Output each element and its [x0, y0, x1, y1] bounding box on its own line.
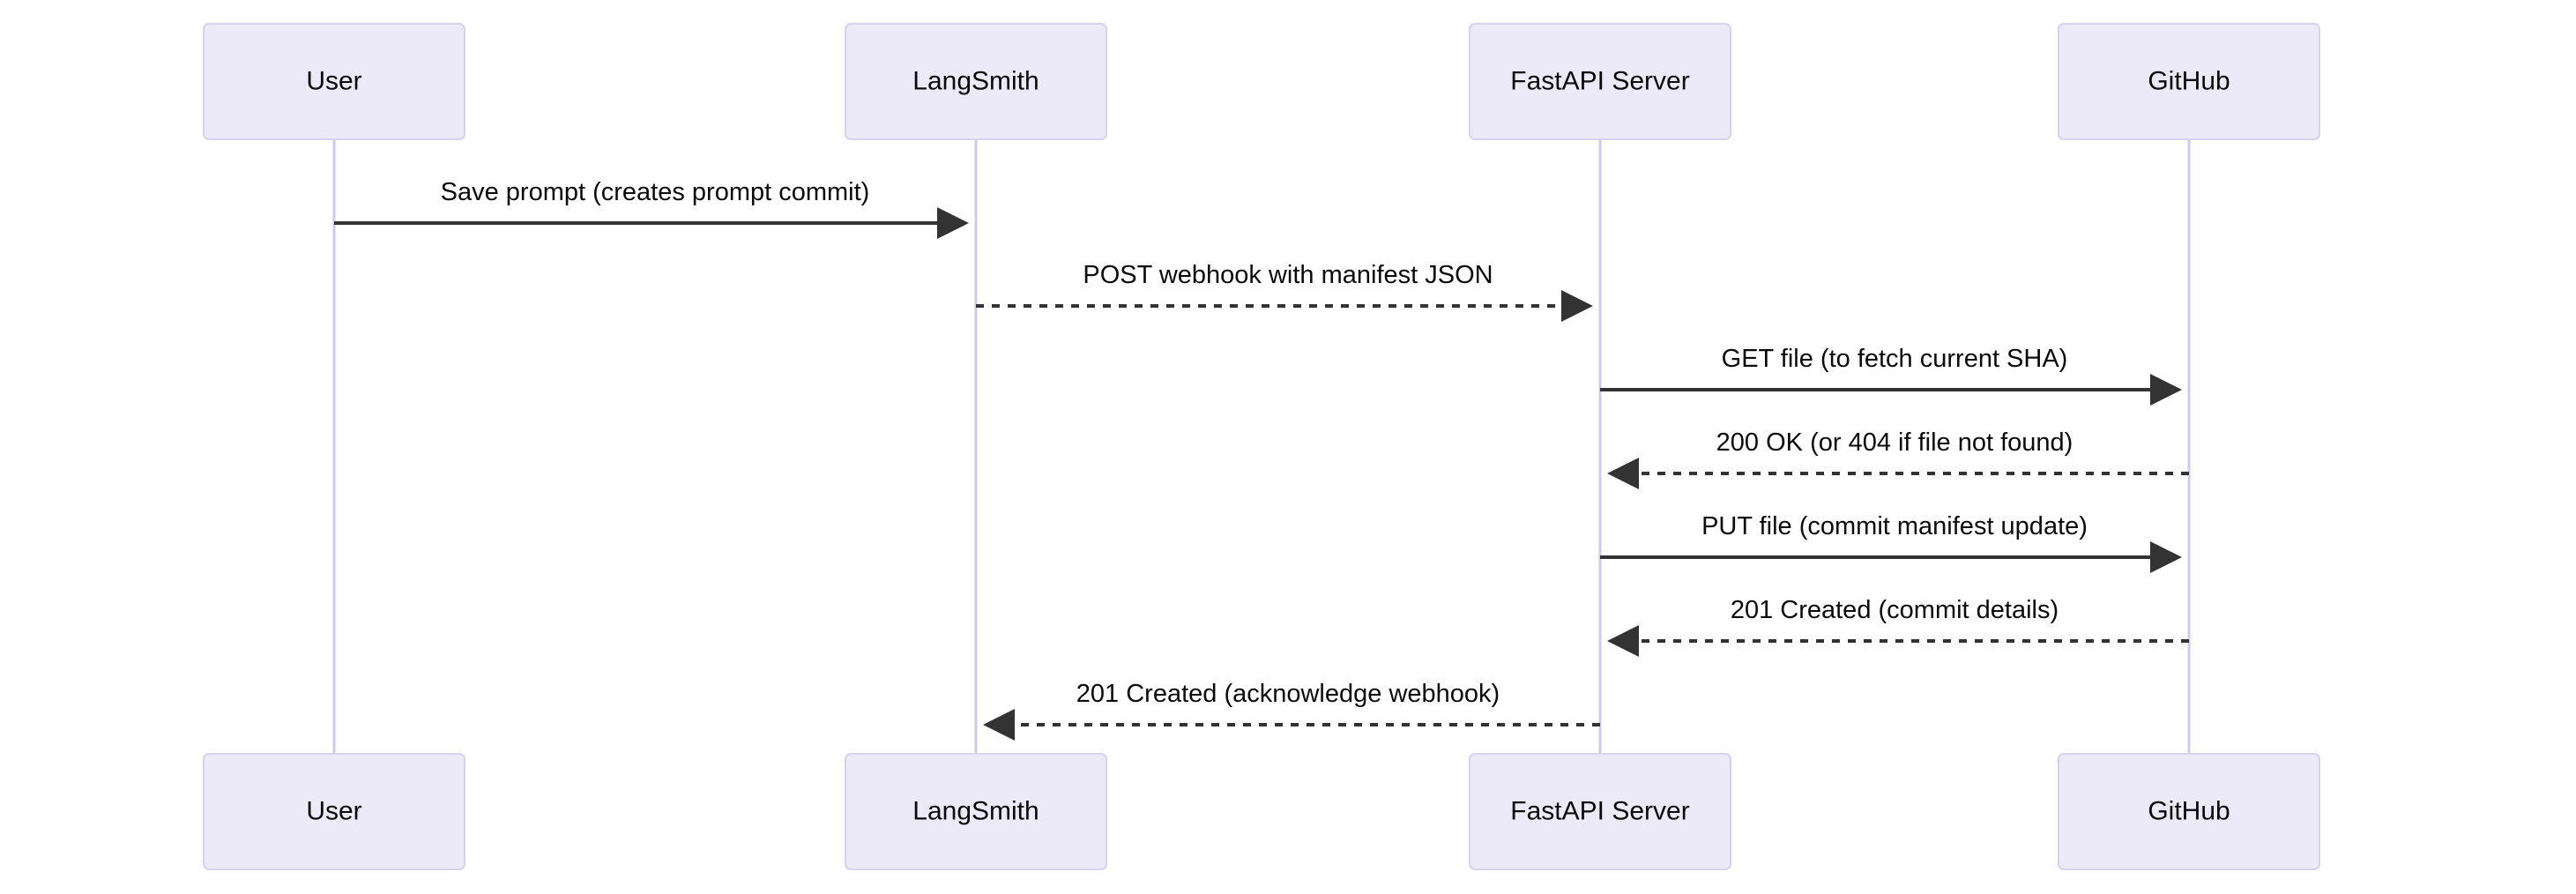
actor-label-github: GitHub: [2148, 66, 2230, 95]
actor-box-github-top[interactable]: GitHub: [2058, 23, 2320, 140]
actor-box-langsmith-bottom[interactable]: LangSmith: [845, 753, 1107, 870]
actor-box-rect: [845, 753, 1107, 870]
message-5[interactable]: PUT file (commit manifest update): [1600, 512, 2182, 573]
message-7[interactable]: 201 Created (acknowledge webhook): [983, 680, 1600, 741]
actor-box-fastapi-bottom[interactable]: FastAPI Server: [1469, 753, 1731, 870]
actor-box-github-bottom[interactable]: GitHub: [2058, 753, 2320, 870]
message-2[interactable]: POST webhook with manifest JSON: [976, 261, 1593, 322]
lifelines-group: [332, 139, 2191, 754]
actor-box-rect: [203, 753, 465, 870]
actor-label-fastapi: FastAPI Server: [1510, 66, 1689, 95]
actor-box-langsmith-top[interactable]: LangSmith: [845, 23, 1107, 140]
actor-box-rect: [845, 23, 1107, 140]
message-label-7: 201 Created (acknowledge webhook): [1076, 680, 1500, 708]
actor-box-fastapi-top[interactable]: FastAPI Server: [1469, 23, 1731, 140]
actor-box-rect: [1469, 23, 1731, 140]
message-label-1: Save prompt (creates prompt commit): [441, 178, 870, 206]
message-label-3: GET file (to fetch current SHA): [1722, 345, 2068, 373]
actor-box-rect: [2058, 23, 2320, 140]
actor-label-langsmith: LangSmith: [912, 796, 1039, 825]
actor-label-fastapi: FastAPI Server: [1510, 796, 1689, 825]
actor-box-rect: [1469, 753, 1731, 870]
actor-label-langsmith: LangSmith: [912, 66, 1039, 95]
message-label-5: PUT file (commit manifest update): [1701, 512, 2088, 540]
message-label-4: 200 OK (or 404 if file not found): [1716, 428, 2073, 457]
actor-box-rect: [203, 23, 465, 140]
messages-group: Save prompt (creates prompt commit) POST …: [334, 178, 2189, 741]
message-1[interactable]: Save prompt (creates prompt commit): [334, 178, 969, 239]
actor-box-user-bottom[interactable]: User: [203, 753, 465, 870]
actor-box-rect: [2058, 753, 2320, 870]
actor-boxes-bottom-group: User LangSmith FastAPI Server GitHub: [203, 753, 2320, 870]
actor-label-github: GitHub: [2148, 796, 2230, 825]
message-3[interactable]: GET file (to fetch current SHA): [1600, 345, 2182, 406]
message-label-2: POST webhook with manifest JSON: [1083, 261, 1493, 289]
actor-label-user: User: [306, 66, 361, 95]
actor-label-user: User: [306, 796, 361, 825]
actor-boxes-top-group: User LangSmith FastAPI Server GitHub: [203, 23, 2320, 140]
actor-box-user-top[interactable]: User: [203, 23, 465, 140]
message-label-6: 201 Created (commit details): [1731, 596, 2059, 624]
message-6[interactable]: 201 Created (commit details): [1607, 596, 2189, 657]
message-4[interactable]: 200 OK (or 404 if file not found): [1607, 428, 2189, 489]
